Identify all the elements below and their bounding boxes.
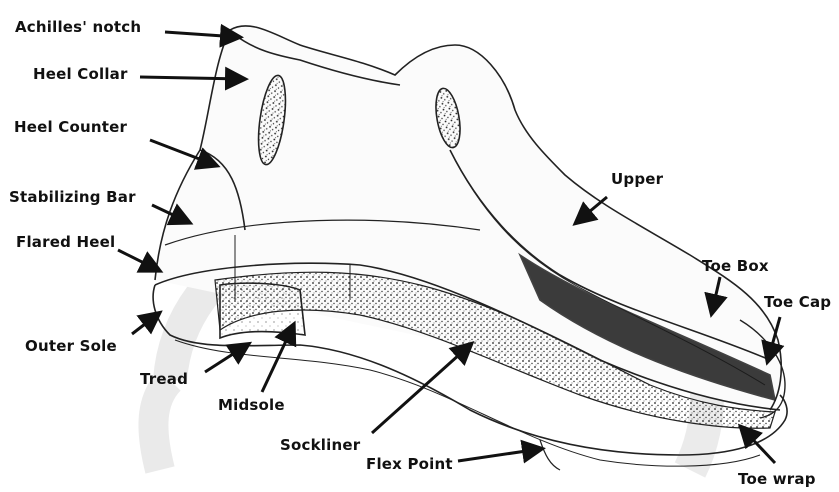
label-flared-heel: Flared Heel xyxy=(16,233,115,251)
arrow-tread xyxy=(205,345,247,372)
label-sockliner: Sockliner xyxy=(280,436,360,454)
label-achilles-notch: Achilles' notch xyxy=(15,18,141,36)
arrow-flared-heel xyxy=(118,250,158,270)
label-flex-point: Flex Point xyxy=(366,455,453,473)
label-heel-collar: Heel Collar xyxy=(33,65,128,83)
label-upper: Upper xyxy=(611,170,663,188)
label-toe-box: Toe Box xyxy=(702,257,769,275)
label-toe-cap: Toe Cap xyxy=(764,293,831,311)
label-stabilizing-bar: Stabilizing Bar xyxy=(9,188,136,206)
arrow-outer-sole xyxy=(132,314,158,334)
label-toe-wrap: Toe wrap xyxy=(738,470,816,488)
label-midsole: Midsole xyxy=(218,396,285,414)
arrow-sockliner xyxy=(372,345,470,433)
label-outer-sole: Outer Sole xyxy=(25,337,117,355)
arrow-flex-point xyxy=(458,449,540,461)
label-tread: Tread xyxy=(140,370,188,388)
arrow-heel-collar xyxy=(140,77,243,79)
label-heel-counter: Heel Counter xyxy=(14,118,127,136)
arrow-toe-wrap xyxy=(742,428,775,463)
